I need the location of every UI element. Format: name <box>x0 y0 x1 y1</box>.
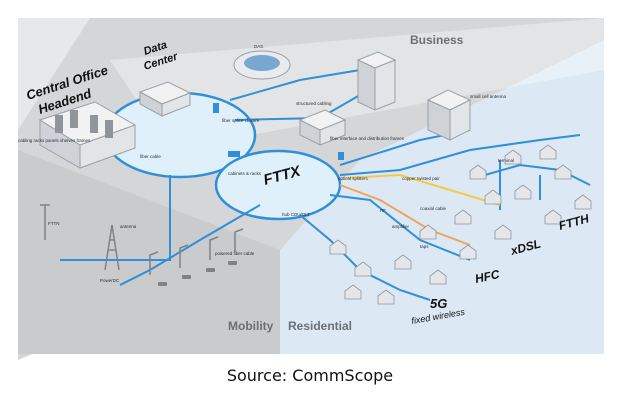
cabling-list-label: cabling racks panels shelves frames <box>18 138 91 143</box>
mobility-zone <box>18 150 280 354</box>
house-icon <box>539 144 557 160</box>
hfc-label: HFC <box>474 267 501 286</box>
vehicles <box>158 261 237 286</box>
house-icon <box>354 261 372 277</box>
house-icon <box>394 254 412 270</box>
house-icon <box>494 224 512 240</box>
facility-icon <box>298 109 347 146</box>
fiveg-label: 5G <box>430 296 447 311</box>
structured-cabling-label: structured cabling <box>296 101 332 106</box>
mobility-equipment <box>40 204 244 275</box>
house-icon <box>469 164 487 180</box>
house-icon <box>344 284 362 300</box>
fiber-interface-label: fiber interface and distribution frames <box>330 136 405 141</box>
coaxial-cable-label: coaxial cable <box>420 206 447 211</box>
house-icon <box>459 244 477 260</box>
office-tower-icon <box>356 51 397 111</box>
hub-label: hub CDU/OLT <box>282 212 310 217</box>
copper-label: copper twisted pair <box>402 176 440 181</box>
houses-group <box>329 144 592 305</box>
small-cell-label: small cell antenna <box>470 94 507 99</box>
central-office-building-icon <box>38 101 137 169</box>
house-icon <box>419 224 437 240</box>
residential-region-label: Residential <box>288 319 352 333</box>
house-icon <box>329 239 347 255</box>
splice-closure-icon <box>213 103 219 113</box>
amplifier-label: amplifier <box>392 224 410 229</box>
rf-label: RF <box>380 208 386 213</box>
taps-label: taps <box>420 244 429 249</box>
powered-fiber-label: powered fiber cable <box>215 251 255 256</box>
house-icon <box>554 164 572 180</box>
house-icon <box>377 289 395 305</box>
house-icon <box>574 194 592 210</box>
copper-lines <box>344 173 501 206</box>
source-caption: Source: CommScope <box>226 366 394 385</box>
house-icon <box>514 184 532 200</box>
house-icon <box>454 209 472 225</box>
fiber-splice-closure-label: fiber splice closure <box>222 118 260 123</box>
apartment-building-icon <box>426 89 472 141</box>
optical-splitters-label: optical splitters <box>338 176 369 181</box>
fttn-label: FTTN <box>48 221 60 226</box>
business-region-label: Business <box>410 33 464 47</box>
splice-closure-icon <box>228 151 240 157</box>
das-label: DAS <box>254 44 263 49</box>
house-icon <box>429 269 447 285</box>
splice-closure-icon <box>338 152 344 160</box>
house-icon <box>544 209 562 225</box>
mobility-region-label: Mobility <box>228 319 274 333</box>
antenna-label: antenna <box>120 224 137 229</box>
stadium-icon <box>233 50 291 80</box>
house-icon <box>484 189 502 205</box>
fiber-cable-label: fiber cable <box>140 154 161 159</box>
terminal-label: terminal <box>498 158 514 163</box>
powerdc-label: PowerDC <box>100 278 120 283</box>
house-icon <box>504 149 522 165</box>
data-center-building-icon <box>138 81 192 117</box>
coax-lines <box>339 184 471 246</box>
cabinets-label: cabinets & racks <box>228 171 262 176</box>
